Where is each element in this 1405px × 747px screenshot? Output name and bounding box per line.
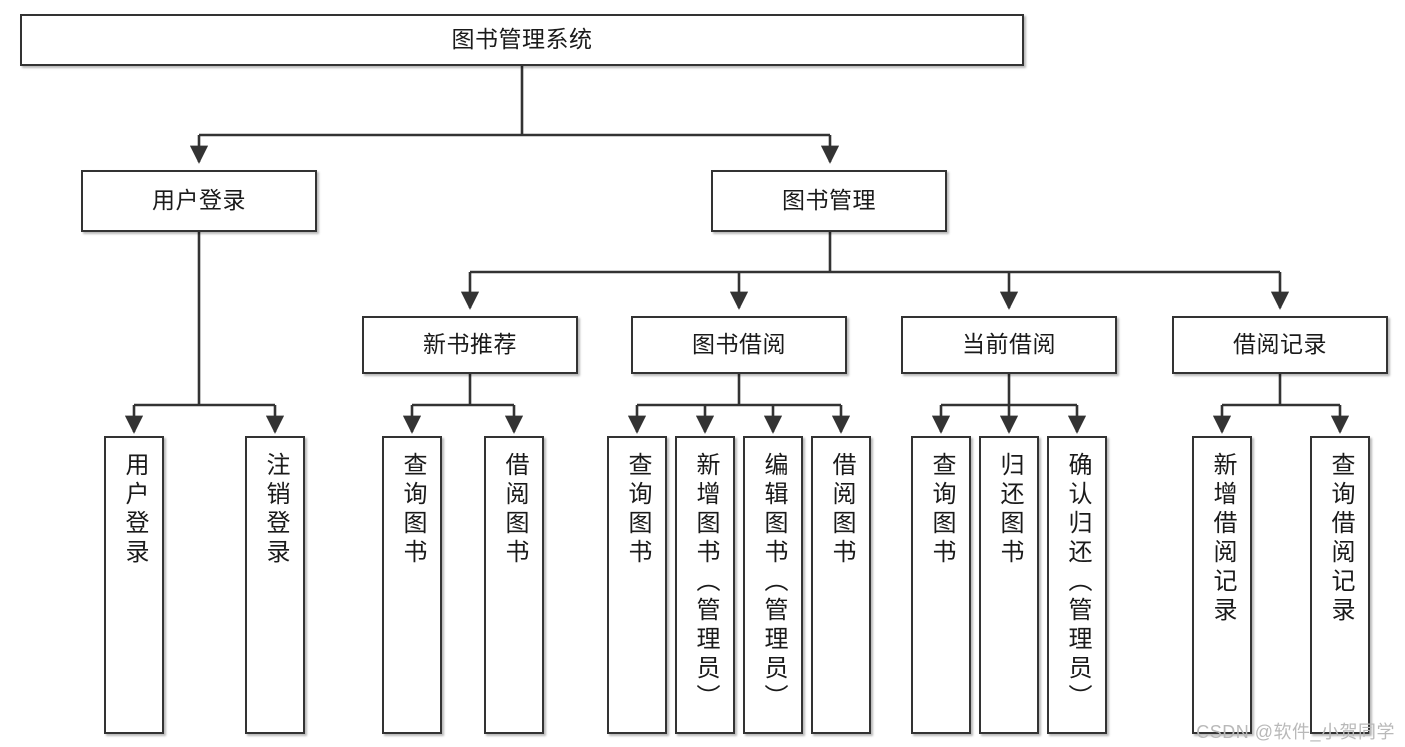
leaf-user-logout[interactable]: 注销登录 [245,436,305,734]
leaf-confirm-return-label: 确认归还（管理员） [1064,452,1091,713]
leaf-user-logout-label: 注销登录 [262,452,289,568]
leaf-query-book-3[interactable]: 查询图书 [911,436,971,734]
node-user-login-label: 用户登录 [152,187,246,214]
leaf-query-record-label: 查询借阅记录 [1327,452,1354,626]
node-current-borrow-label: 当前借阅 [962,331,1056,358]
node-new-book-recommend-label: 新书推荐 [423,331,517,358]
leaf-add-record-label: 新增借阅记录 [1209,452,1236,626]
leaf-borrow-book-2[interactable]: 借阅图书 [811,436,871,734]
node-current-borrow[interactable]: 当前借阅 [901,316,1117,374]
node-borrow-record-label: 借阅记录 [1233,331,1327,358]
node-book-manage[interactable]: 图书管理 [711,170,947,232]
node-root[interactable]: 图书管理系统 [20,14,1024,66]
leaf-borrow-book-1[interactable]: 借阅图书 [484,436,544,734]
leaf-edit-book-label: 编辑图书（管理员） [760,452,787,713]
leaf-borrow-book-2-label: 借阅图书 [828,452,855,568]
leaf-confirm-return[interactable]: 确认归还（管理员） [1047,436,1107,734]
node-book-manage-label: 图书管理 [782,187,876,214]
leaf-query-book-2-label: 查询图书 [624,452,651,568]
leaf-user-login-label: 用户登录 [121,452,148,568]
leaf-query-book-1[interactable]: 查询图书 [382,436,442,734]
leaf-add-record[interactable]: 新增借阅记录 [1192,436,1252,734]
node-new-book-recommend[interactable]: 新书推荐 [362,316,578,374]
node-book-borrow[interactable]: 图书借阅 [631,316,847,374]
node-book-borrow-label: 图书借阅 [692,331,786,358]
leaf-user-login[interactable]: 用户登录 [104,436,164,734]
watermark: CSDN @软件_小贺同学 [1196,722,1395,742]
node-borrow-record[interactable]: 借阅记录 [1172,316,1388,374]
leaf-return-book-label: 归还图书 [996,452,1023,568]
leaf-query-book-1-label: 查询图书 [399,452,426,568]
leaf-query-book-2[interactable]: 查询图书 [607,436,667,734]
leaf-edit-book[interactable]: 编辑图书（管理员） [743,436,803,734]
leaf-query-book-3-label: 查询图书 [928,452,955,568]
leaf-add-book[interactable]: 新增图书（管理员） [675,436,735,734]
leaf-borrow-book-1-label: 借阅图书 [501,452,528,568]
node-root-label: 图书管理系统 [451,26,593,53]
leaf-add-book-label: 新增图书（管理员） [692,452,719,713]
leaf-query-record[interactable]: 查询借阅记录 [1310,436,1370,734]
node-user-login[interactable]: 用户登录 [81,170,317,232]
leaf-return-book[interactable]: 归还图书 [979,436,1039,734]
